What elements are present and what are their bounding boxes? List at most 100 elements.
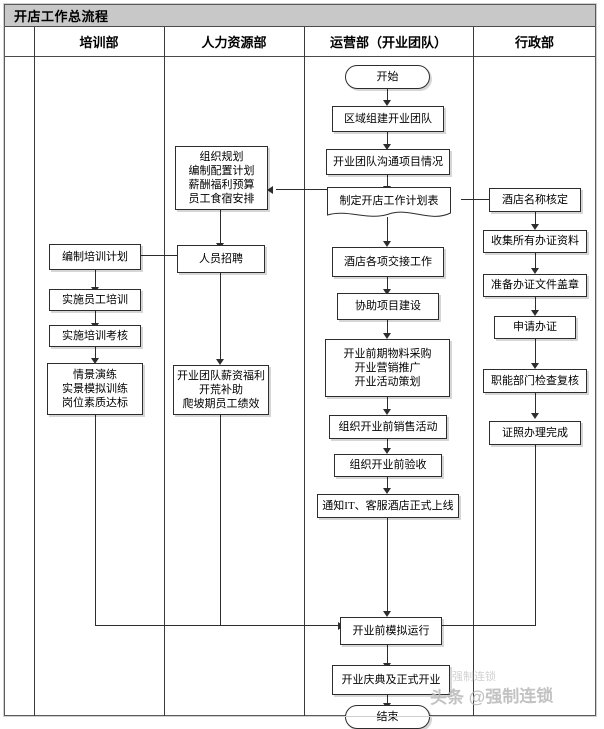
node-admin-license-complete[interactable]: 证照办理完成 xyxy=(489,421,581,445)
conn-ad4-ad5 xyxy=(535,339,536,365)
conn-ad1-ad2 xyxy=(535,212,536,226)
node-ops6-line2: 开业营销推广 xyxy=(354,362,421,374)
document-shape-icon xyxy=(327,187,451,217)
node-hr-org-planning[interactable]: 组织规划 编制配置计划 薪酬福利预算 员工食宿安排 xyxy=(175,146,268,210)
lane-header-operations: 运营部（开业团队） xyxy=(304,27,473,56)
lane-divider-0 xyxy=(34,27,35,717)
node-hr1-line3: 薪酬福利预算 xyxy=(188,179,255,191)
conn-tr1-tr2 xyxy=(95,270,96,289)
node-ops4-label: 酒店各项交接工作 xyxy=(344,255,432,268)
arrowhead-ad2-ad3 xyxy=(531,268,539,274)
conn-ops3-hr1-seg2 xyxy=(276,189,346,190)
arrowhead-ops6-ops7 xyxy=(383,409,391,415)
node-admin-collect-documents[interactable]: 收集所有办证资料 xyxy=(483,230,587,253)
node-ops2-label: 开业团队沟通项目情况 xyxy=(333,155,443,168)
conn-ad6-ops10-seg1 xyxy=(535,445,536,625)
lane-header-training: 培训部 xyxy=(34,27,164,56)
node-start[interactable]: 开始 xyxy=(345,65,430,89)
node-hr2-label: 人员招聘 xyxy=(199,252,243,265)
node-ops-grand-opening[interactable]: 开业庆典及正式开业 xyxy=(332,665,450,695)
node-training-simulation[interactable]: 情景演练 实景模拟训练 岗位素质达标 xyxy=(47,363,143,415)
arrowhead-ops5-ops6 xyxy=(383,333,391,339)
node-hr-salary-benefits[interactable]: 开业团队薪资福利 开荒补助 爬坡期员工绩效 xyxy=(173,365,269,415)
lane-divider-3 xyxy=(473,27,474,717)
arrowhead-ops7-ops8 xyxy=(383,448,391,454)
node-ops-preopening-tasks[interactable]: 开业前期物料采购 开业营销推广 开业活动策划 xyxy=(325,339,450,397)
swimlane-header-row: 培训部 人力资源部 运营部（开业团队） 行政部 xyxy=(5,27,595,57)
conn-ops8-ops9 xyxy=(387,477,388,489)
conn-join-ops10-training xyxy=(95,625,340,626)
arrowhead-ops3-ops4 xyxy=(383,241,391,247)
node-hr1-line2: 编制配置计划 xyxy=(188,165,255,177)
lane-divider-2 xyxy=(304,27,305,717)
node-ad2-label: 收集所有办证资料 xyxy=(491,235,579,247)
node-admin-prepare-seal[interactable]: 准备办证文件盖章 xyxy=(483,274,587,297)
node-hr-recruitment[interactable]: 人员招聘 xyxy=(177,245,265,273)
node-ops5-label: 协助项目建设 xyxy=(355,300,421,312)
lane-header-hr: 人力资源部 xyxy=(164,27,304,56)
node-ops-trial-run[interactable]: 开业前模拟运行 xyxy=(340,617,442,645)
node-hr3-line3: 爬坡期员工绩效 xyxy=(182,398,260,410)
node-ops-build-team[interactable]: 区域组建开业团队 xyxy=(332,106,444,132)
node-ops-work-plan-doc[interactable]: 制定开店工作计划表 xyxy=(327,187,451,221)
conn-ops5-ops6 xyxy=(387,320,388,335)
conn-ops10-ops11 xyxy=(387,645,388,665)
diagram-frame: 开店工作总流程 培训部 人力资源部 运营部（开业团队） 行政部 xyxy=(3,3,597,729)
conn-tr2-tr3 xyxy=(95,311,96,325)
node-ops7-label: 组织开业前销售活动 xyxy=(338,420,438,433)
conn-tr4-join xyxy=(95,415,96,625)
node-training-plan[interactable]: 编制培训计划 xyxy=(49,244,141,270)
arrowhead-hr2-hr3 xyxy=(216,359,224,365)
node-admin-department-review[interactable]: 职能部门检查复核 xyxy=(483,369,587,393)
conn-tr3-tr4 xyxy=(95,347,96,360)
conn-ad5-ad6 xyxy=(535,393,536,415)
node-ops-assist-construction[interactable]: 协助项目建设 xyxy=(337,293,439,320)
page-title: 开店工作总流程 xyxy=(14,9,109,24)
lane-label-hr: 人力资源部 xyxy=(201,35,267,50)
conn-ops2-ops3 xyxy=(387,175,388,187)
node-tr3-label: 实施培训考核 xyxy=(62,329,128,342)
node-hr1-line4: 员工食宿安排 xyxy=(188,193,255,205)
node-ops11-label: 开业庆典及正式开业 xyxy=(341,673,441,686)
conn-hr1-hr2 xyxy=(220,210,221,245)
conn-ops7-ops8 xyxy=(387,439,388,449)
node-ops9-label: 通知IT、客服酒店正式上线 xyxy=(322,499,454,512)
node-admin-hotel-name-approval[interactable]: 酒店名称核定 xyxy=(489,188,581,212)
conn-ad3-ad4 xyxy=(535,297,536,312)
node-hr3-line2: 开荒补助 xyxy=(199,384,243,396)
node-ad5-label: 职能部门检查复核 xyxy=(491,374,579,387)
node-start-label: 开始 xyxy=(376,70,399,83)
node-ad1-label: 酒店名称核定 xyxy=(502,193,568,206)
node-tr4-line2: 实景模拟训练 xyxy=(62,383,128,395)
conn-start-ops1 xyxy=(387,89,388,101)
lane-label-admin: 行政部 xyxy=(514,35,554,50)
node-ops-notify-it-service[interactable]: 通知IT、客服酒店正式上线 xyxy=(317,494,459,518)
conn-ops1-ops2 xyxy=(387,132,388,146)
node-tr2-label: 实施员工培训 xyxy=(62,293,128,306)
lane-label-training: 培训部 xyxy=(79,35,119,50)
node-ops-communicate-project[interactable]: 开业团队沟通项目情况 xyxy=(326,149,450,175)
node-tr4-line1: 情景演练 xyxy=(73,369,117,381)
node-training-execute[interactable]: 实施员工培训 xyxy=(49,289,141,311)
conn-hr3-join xyxy=(220,415,221,625)
arrowhead-ad1-ad2 xyxy=(531,224,539,230)
node-ad6-label: 证照办理完成 xyxy=(502,426,568,439)
conn-ad6-ops10-seg2 xyxy=(442,625,536,626)
node-end[interactable]: 结束 xyxy=(345,705,430,729)
diagram-title-bar: 开店工作总流程 xyxy=(5,5,595,27)
node-ad4-label: 申请办证 xyxy=(513,321,557,333)
conn-ops4-ops5 xyxy=(387,277,388,291)
node-ops1-label: 区域组建开业团队 xyxy=(344,112,432,125)
node-tr1-label: 编制培训计划 xyxy=(62,250,128,263)
conn-ops11-end xyxy=(387,695,388,705)
lane-divider-1 xyxy=(164,27,165,717)
node-training-assessment[interactable]: 实施培训考核 xyxy=(49,325,141,347)
node-ops-preopening-acceptance[interactable]: 组织开业前验收 xyxy=(334,454,442,477)
conn-hr2-hr3 xyxy=(220,273,221,361)
node-admin-apply-license[interactable]: 申请办证 xyxy=(494,316,576,339)
arrowhead-ops8-ops9 xyxy=(383,488,391,494)
arrowhead-ad4-ad5 xyxy=(531,363,539,369)
conn-ops9-ops10 xyxy=(387,518,388,613)
node-ops-presale-activity[interactable]: 组织开业前销售活动 xyxy=(329,415,447,439)
node-ops-handover[interactable]: 酒店各项交接工作 xyxy=(332,247,444,277)
